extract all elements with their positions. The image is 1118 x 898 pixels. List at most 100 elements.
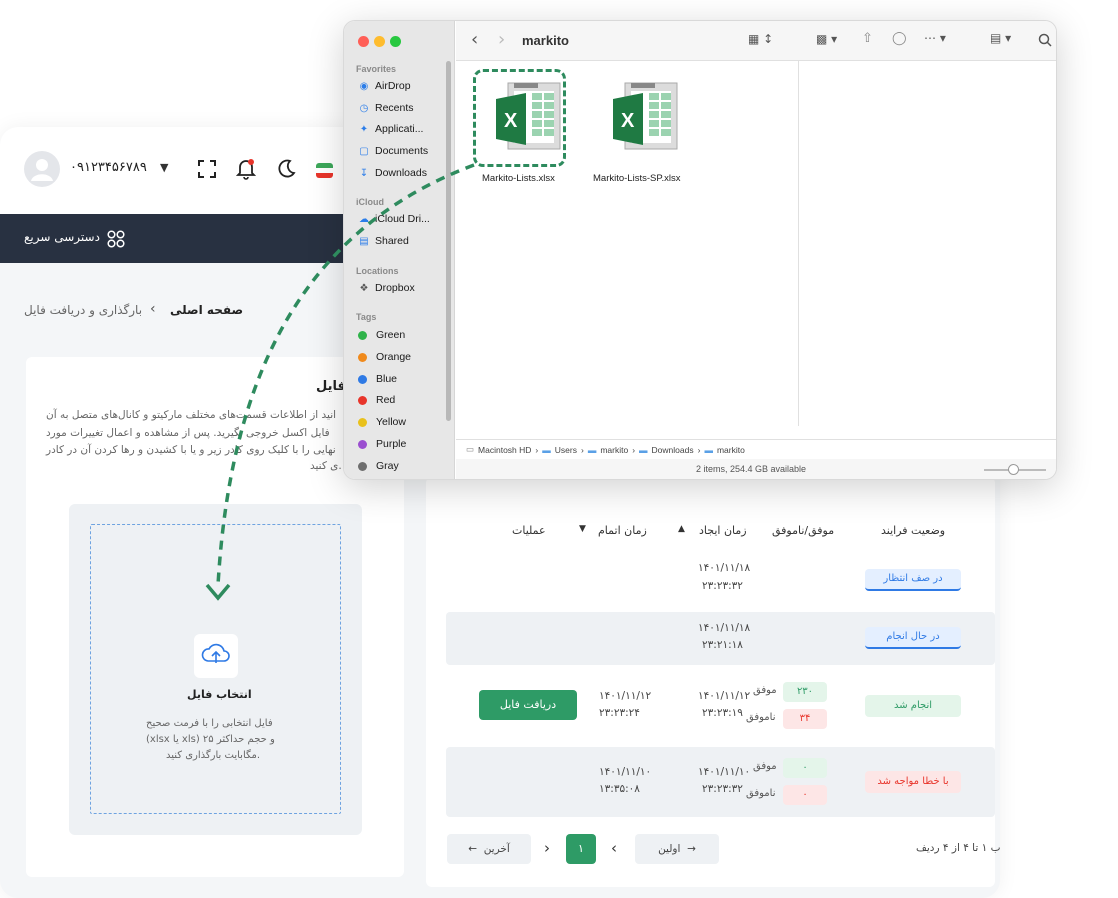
sidebar-item-documents[interactable]: ▢Documents — [358, 145, 428, 157]
tag-dot — [358, 330, 367, 340]
file-item[interactable]: X Markito-Lists-SP.xlsx — [590, 71, 700, 191]
sidebar-item-dropbox[interactable]: ❖Dropbox — [358, 282, 415, 294]
status-badge: در صف انتظار — [865, 569, 961, 591]
fail-count: ۳۴ — [799, 713, 811, 724]
sidebar-tag-blue[interactable]: Blue — [358, 373, 397, 385]
grid-icon[interactable] — [107, 230, 125, 248]
fullscreen-icon[interactable] — [198, 160, 216, 178]
finished-date: ۱۴۰۱/۱۱/۱۰ — [599, 766, 652, 778]
tag-label: Orange — [376, 351, 412, 363]
file-item[interactable]: X Markito-Lists.xlsx — [480, 71, 576, 191]
created-time: ۲۳:۲۳:۳۲ — [702, 580, 743, 592]
folder-icon: ▬ — [704, 444, 713, 455]
table-row: در حال انجام ۱۴۰۱/۱۱/۱۸ ۲۳:۲۱:۱۸ — [446, 612, 995, 665]
file-area: X Markito-Lists.xlsx X Ma — [456, 61, 799, 426]
upload-hint-line-2: (xlsx یا xls) و حجم حداکثر ۲۵ — [146, 734, 275, 745]
sidebar-item-label: Recents — [375, 102, 414, 114]
tag-icon[interactable]: ◯ — [892, 31, 907, 46]
applications-icon: ✦ — [359, 123, 369, 135]
tag-label: Gray — [376, 460, 399, 472]
minimize-window-button[interactable] — [374, 36, 385, 47]
choose-file-label[interactable]: انتخاب فایل — [187, 688, 252, 701]
status-text: در صف انتظار — [883, 573, 943, 584]
quick-access-label[interactable]: دسترسی سریع — [24, 230, 100, 244]
moon-icon[interactable] — [276, 159, 296, 179]
document-icon: ▢ — [359, 145, 369, 157]
finished-date: ۱۴۰۱/۱۱/۱۲ — [599, 690, 652, 702]
breadcrumb-home[interactable]: صفحه اصلی — [170, 303, 244, 317]
page-1-button[interactable]: ۱ — [566, 834, 596, 864]
sidebar-item-applications[interactable]: ✦ Applicati... — [358, 123, 424, 135]
airdrop-icon: ◉ — [359, 80, 369, 92]
status-text: با خطا مواجه شد — [877, 776, 949, 787]
zoom-window-button[interactable] — [390, 36, 401, 47]
path-segment[interactable]: Users — [554, 444, 577, 455]
last-page-button[interactable]: ← آخرین — [447, 834, 531, 864]
sidebar-item-label: iCloud Dri... — [375, 213, 430, 225]
upload-dropzone[interactable]: انتخاب فایل فایل انتخابی را با فرمت صحیح… — [90, 524, 341, 814]
sidebar-item-label: Applicati... — [375, 123, 424, 135]
sidebar-tag-green[interactable]: Green — [358, 329, 405, 341]
svg-text:X: X — [504, 110, 518, 132]
folder-icon: ▬ — [542, 444, 551, 455]
sidebar-item-shared[interactable]: ▤Shared — [358, 235, 409, 247]
chevron-down-icon[interactable]: ▼ — [160, 161, 169, 174]
tag-dot — [358, 352, 367, 362]
created-date: ۱۴۰۱/۱۱/۱۰ — [698, 766, 751, 778]
path-segment[interactable]: markito — [600, 444, 629, 455]
group-icon[interactable]: ▩ ▾ — [816, 32, 838, 46]
fail-count-badge: ۰ — [783, 785, 827, 805]
path-segment[interactable]: Macintosh HD — [478, 444, 532, 455]
iran-flag-icon[interactable] — [316, 163, 333, 178]
path-segment[interactable]: markito — [716, 444, 745, 455]
zoom-slider-thumb[interactable] — [1008, 464, 1019, 475]
fail-count-badge: ۳۴ — [783, 709, 827, 729]
sidebar-item-downloads[interactable]: ↧Downloads — [358, 167, 427, 179]
share-icon[interactable]: ⇧ — [862, 31, 873, 46]
table-row: در صف انتظار ۱۴۰۱/۱۱/۱۸ ۲۳:۲۳:۳۲ — [446, 552, 995, 607]
dropbox-toolbar-icon[interactable]: ▤ ▾ — [990, 31, 1012, 45]
sidebar-tag-gray[interactable]: Gray — [358, 460, 399, 472]
download-file-button[interactable]: دریافت فایل — [479, 690, 577, 720]
sidebar-scrollbar[interactable] — [446, 61, 451, 421]
status-bar: 2 items, 254.4 GB available — [456, 459, 1056, 479]
col-header-finished[interactable]: زمان اتمام — [598, 524, 647, 537]
close-window-button[interactable] — [358, 36, 369, 47]
breadcrumb-current: بارگذاری و دریافت فایل — [24, 303, 143, 317]
created-time: ۲۳:۲۱:۱۸ — [702, 639, 743, 651]
sidebar-tag-yellow[interactable]: Yellow — [358, 416, 406, 428]
first-page-button[interactable]: اولین → — [635, 834, 719, 864]
back-chevron-icon[interactable]: ‹ — [471, 29, 479, 50]
sidebar-item-recents[interactable]: ◷Recents — [358, 102, 414, 114]
col-header-status: وضعیت فرایند — [881, 524, 946, 537]
col-header-created[interactable]: زمان ایجاد — [699, 524, 747, 537]
prev-page-chevron-icon[interactable]: ‹ — [611, 839, 617, 857]
upload-button[interactable] — [194, 634, 238, 678]
sidebar-tag-red[interactable]: Red — [358, 394, 395, 406]
status-text: در حال انجام — [886, 631, 940, 642]
path-bar: ▭Macintosh HD ›▬Users ›▬markito ›▬Downlo… — [456, 439, 1056, 459]
sort-up-icon[interactable]: ▲ — [678, 524, 685, 534]
created-time: ۲۳:۲۳:۱۹ — [702, 707, 743, 719]
avatar[interactable] — [24, 151, 60, 187]
search-icon[interactable] — [1038, 33, 1052, 47]
sidebar-item-airdrop[interactable]: ◉AirDrop — [358, 80, 411, 92]
sidebar-item-icloud-drive[interactable]: ☁iCloud Dri... — [358, 213, 430, 225]
finished-time: ۲۳:۲۳:۲۴ — [599, 707, 640, 719]
sidebar-tag-orange[interactable]: Orange — [358, 351, 411, 363]
sidebar-tag-purple[interactable]: Purple — [358, 438, 406, 450]
finder-window: Favorites ◉AirDrop ◷Recents ✦Applicati..… — [343, 20, 1057, 480]
bell-icon[interactable] — [236, 158, 256, 180]
dropbox-icon: ❖ — [359, 282, 369, 294]
forward-chevron-icon[interactable]: › — [498, 29, 506, 50]
last-page-label: آخرین — [483, 843, 510, 855]
sort-down-icon[interactable]: ▼ — [579, 524, 586, 534]
download-icon: ↧ — [359, 167, 369, 179]
next-page-chevron-icon[interactable]: › — [544, 839, 550, 857]
more-icon[interactable]: ⋯ ▾ — [924, 31, 946, 45]
user-phone[interactable]: ۰۹۱۲۳۴۵۶۷۸۹ — [70, 160, 147, 175]
path-segment[interactable]: Downloads — [651, 444, 694, 455]
upload-hint-line-3: مگابایت بارگذاری کنید. — [166, 750, 261, 761]
icon-view-icon[interactable]: ▦ ↕ — [748, 32, 774, 46]
finder-toolbar: ‹ › markito ▦ ↕ ▩ ▾ ⇧ ◯ ⋯ ▾ ▤ ▾ — [456, 21, 1056, 61]
